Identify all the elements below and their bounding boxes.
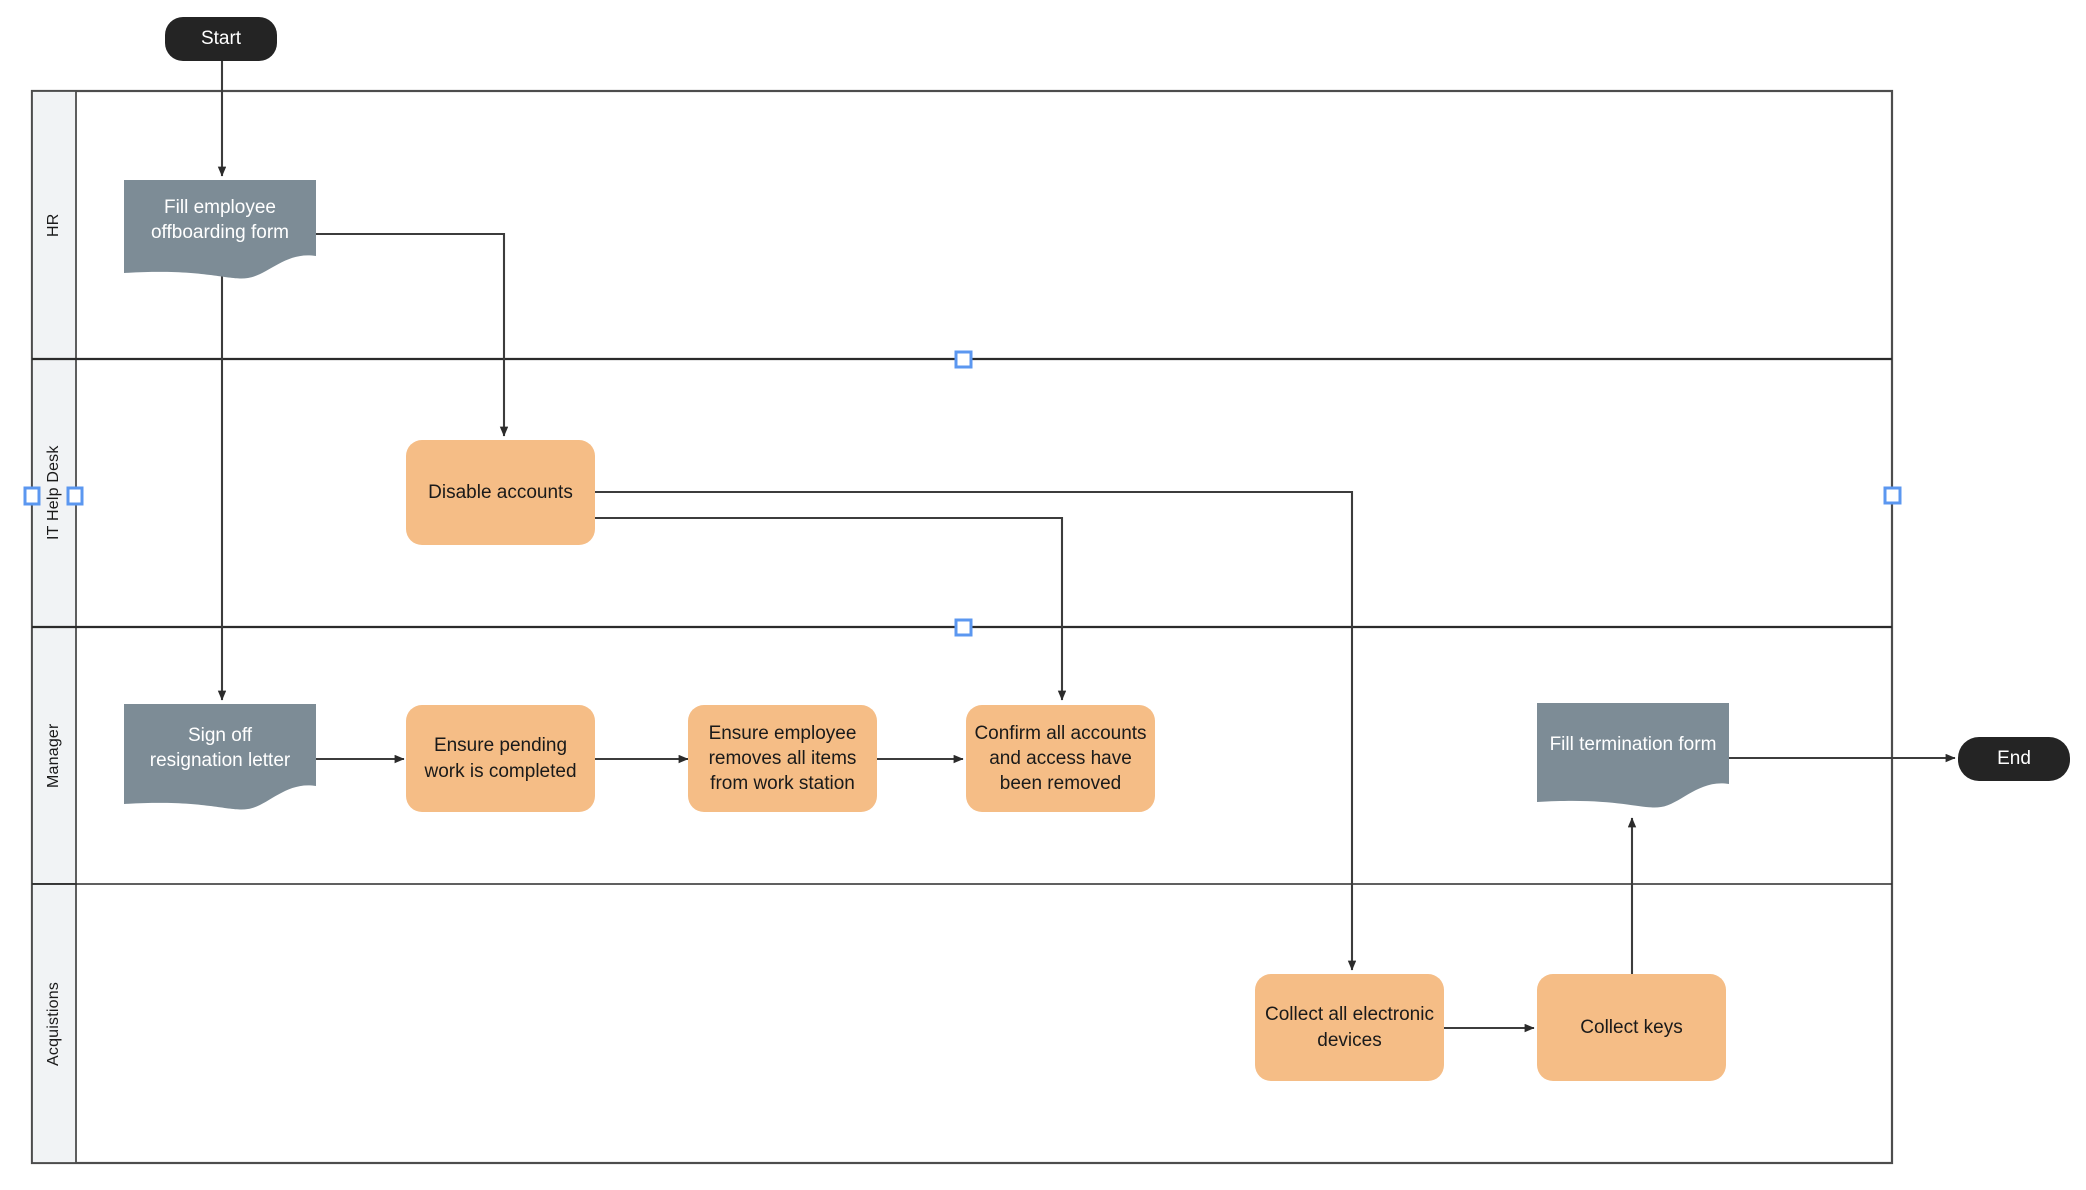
lane-header-manager [31, 626, 77, 885]
node-end[interactable] [1958, 737, 2070, 781]
node-disable-accounts[interactable] [406, 440, 595, 545]
node-fill-termination[interactable] [1537, 703, 1729, 808]
node-collect-keys[interactable] [1537, 974, 1726, 1081]
selection-handle-bottom [954, 618, 973, 637]
selection-handle-left [23, 486, 41, 506]
selection-handle-right [1883, 486, 1902, 505]
selection-handle-top [954, 350, 973, 369]
node-remove-items[interactable] [688, 705, 877, 812]
lane-header-hr [31, 90, 77, 360]
node-start[interactable] [165, 17, 277, 61]
node-ensure-pending[interactable] [406, 705, 595, 812]
selection-handle-inner-left [66, 486, 84, 506]
edge-disable-accounts-to-collect-devices[interactable] [595, 490, 1357, 971]
edge-disable-accounts-to-confirm-removed[interactable] [595, 516, 1067, 701]
node-sign-off[interactable] [124, 704, 316, 810]
node-collect-devices[interactable] [1255, 974, 1444, 1081]
node-fill-offboarding[interactable] [124, 180, 316, 279]
connectors [217, 54, 1956, 1033]
node-confirm-removed[interactable] [966, 705, 1155, 812]
edge-fill-offboarding-to-disable-accounts[interactable] [316, 232, 509, 437]
lane-header-acq [31, 883, 77, 1164]
selection-handles[interactable] [23, 350, 1902, 637]
